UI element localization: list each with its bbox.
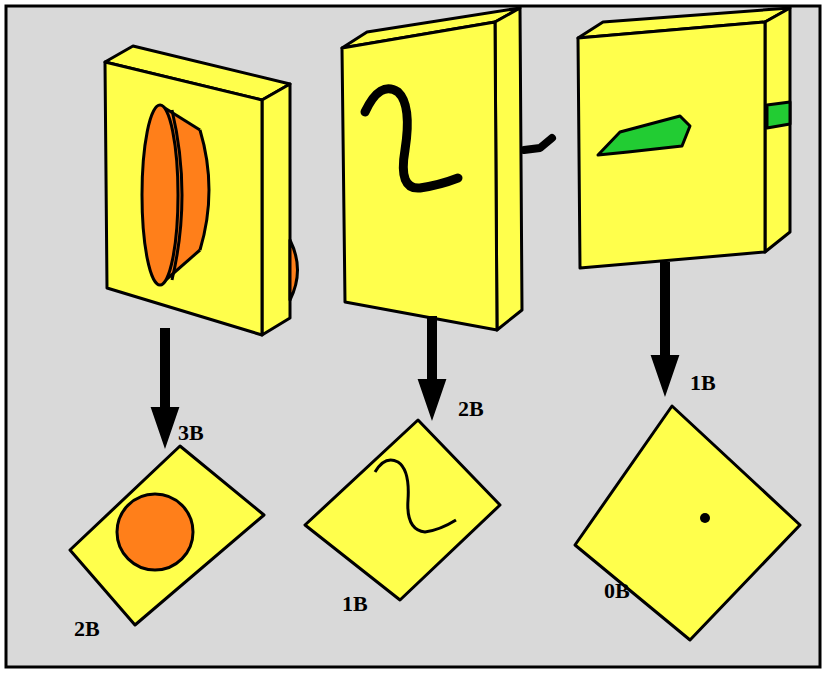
slab-middle [342, 8, 552, 330]
view-label: 1B [342, 593, 368, 615]
slab-left [105, 46, 298, 335]
slab-right [578, 8, 790, 268]
frame [6, 6, 820, 667]
view-label: 3B [178, 422, 204, 444]
projection-planes [70, 406, 800, 640]
projection-arrows [152, 262, 678, 446]
view-label: 1B [690, 372, 716, 394]
view-label: 0B [604, 580, 630, 602]
view-label: 2B [458, 398, 484, 420]
view-label: 2B [74, 618, 100, 640]
